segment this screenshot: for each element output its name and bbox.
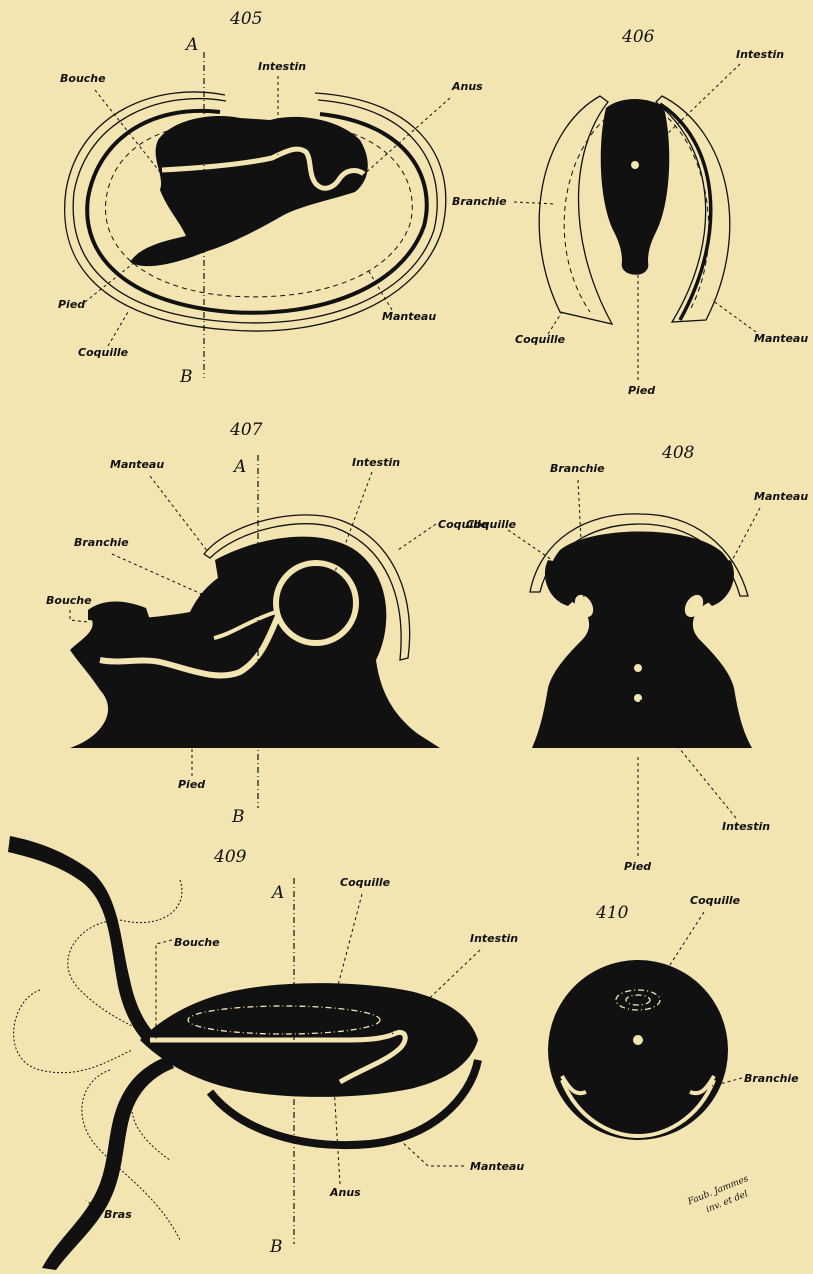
- figure-406: 406 Intestin Branchie Coquille Manteau P…: [452, 27, 808, 397]
- label-409-manteau: Manteau: [470, 1160, 524, 1173]
- leader-409-manteau: [400, 1140, 464, 1166]
- body-408: [532, 532, 752, 749]
- label-406-coquille: Coquille: [515, 333, 566, 346]
- label-408-coquille: Coquille: [466, 518, 517, 531]
- leader-407-manteau: [150, 476, 208, 552]
- label-407-intestin: Intestin: [352, 456, 400, 469]
- label-405-bouche: Bouche: [60, 72, 106, 85]
- label-409-anus: Anus: [329, 1186, 361, 1199]
- leader-407-branchie: [112, 554, 206, 596]
- axis-405-a: A: [184, 35, 198, 55]
- figure-number-405: 405: [229, 9, 262, 29]
- leader-405-coquille: [108, 312, 128, 346]
- axis-407-b: B: [231, 807, 245, 827]
- arm-outline-409: [14, 880, 182, 1240]
- axis-407-a: A: [232, 457, 246, 477]
- label-407-branchie: Branchie: [74, 536, 129, 549]
- label-406-pied: Pied: [628, 384, 655, 397]
- body-410: [548, 960, 728, 1140]
- figure-410: 410 Coquille Branchie: [548, 894, 799, 1140]
- intestine-408-a: [634, 664, 642, 672]
- leader-408-manteau: [728, 508, 760, 568]
- figure-405: 405 A B Bouche Intestin Anus Pied Coquil…: [58, 9, 483, 387]
- axis-409-b: B: [269, 1237, 283, 1257]
- leader-406-branchie: [514, 202, 556, 204]
- label-406-intestin: Intestin: [736, 48, 784, 61]
- label-405-manteau: Manteau: [382, 310, 436, 323]
- label-409-bouche: Bouche: [174, 936, 220, 949]
- label-407-manteau: Manteau: [110, 458, 164, 471]
- axis-405-b: B: [179, 367, 193, 387]
- label-408-manteau: Manteau: [754, 490, 808, 503]
- mouth-407: [88, 602, 150, 621]
- label-407-pied: Pied: [178, 778, 205, 791]
- label-407-bouche: Bouche: [46, 594, 92, 607]
- leader-406-coquille: [548, 312, 562, 334]
- figure-number-408: 408: [661, 443, 695, 463]
- label-406-manteau: Manteau: [754, 332, 808, 345]
- leader-406-manteau: [712, 300, 756, 332]
- body-406: [601, 99, 670, 275]
- leader-405-anus: [362, 98, 450, 176]
- leader-407-coquille: [398, 524, 436, 550]
- label-410-branchie: Branchie: [744, 1072, 799, 1085]
- label-408-intestin: Intestin: [722, 820, 770, 833]
- label-409-coquille: Coquille: [340, 876, 391, 889]
- tentacle-409-lower: [42, 1056, 174, 1270]
- label-405-anus: Anus: [451, 80, 483, 93]
- label-409-bras: Bras: [104, 1208, 132, 1221]
- figure-number-407: 407: [229, 420, 263, 440]
- label-409-intestin: Intestin: [470, 932, 518, 945]
- figure-number-406: 406: [621, 27, 655, 47]
- tentacle-409-upper: [8, 836, 168, 1054]
- figure-number-410: 410: [595, 903, 629, 923]
- shell-406-left: [539, 96, 612, 324]
- label-408-pied: Pied: [624, 860, 651, 873]
- engraver-signature: Faub. Jammes inv. et del: [686, 1174, 756, 1221]
- intestine-410: [633, 1035, 643, 1045]
- label-405-intestin: Intestin: [258, 60, 306, 73]
- gill-406-right: [668, 118, 709, 310]
- label-405-coquille: Coquille: [78, 346, 129, 359]
- figure-407: 407 A B Manteau Intestin Coquille Branch…: [46, 420, 489, 827]
- label-405-pied: Pied: [58, 298, 85, 311]
- leader-407-bouche: [70, 610, 88, 622]
- figure-number-409: 409: [213, 847, 247, 867]
- axis-409-a: A: [270, 883, 284, 903]
- figure-409: 409 A B Coquille Bouche Intestin Anus Ma…: [8, 836, 524, 1270]
- label-408-branchie: Branchie: [550, 462, 605, 475]
- intestine-406: [631, 161, 639, 169]
- body-405: [130, 116, 368, 266]
- figure-408: 408 Branchie Manteau Coquille Intestin P…: [466, 443, 808, 873]
- label-406-branchie: Branchie: [452, 195, 507, 208]
- label-410-coquille: Coquille: [690, 894, 741, 907]
- label-407-anus: Anus: [127, 620, 159, 633]
- leader-409-anus: [334, 1086, 340, 1184]
